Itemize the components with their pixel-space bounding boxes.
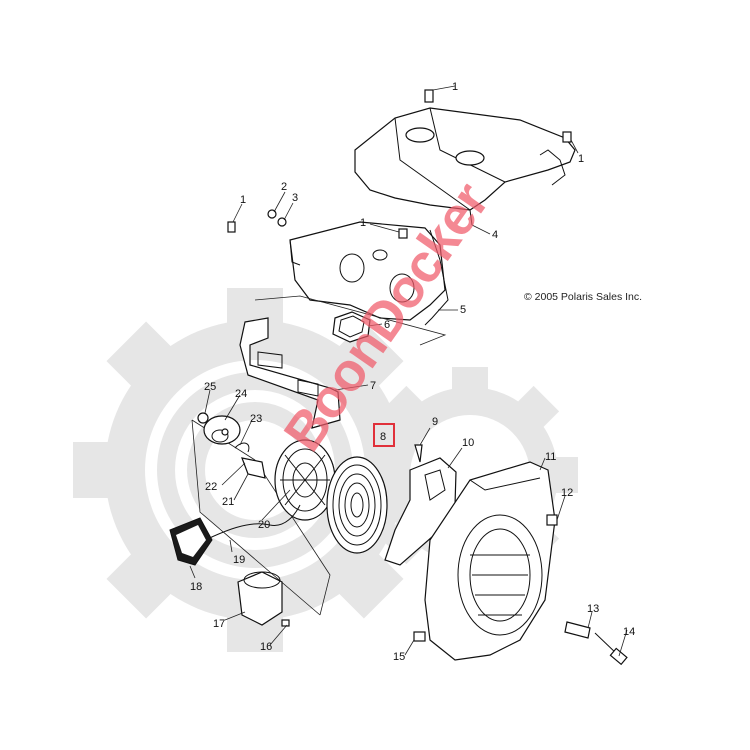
callout-16: 16 bbox=[260, 641, 272, 653]
leader-lines bbox=[189, 85, 628, 657]
gasket-part bbox=[332, 311, 371, 343]
callout-8: 8 bbox=[380, 431, 386, 443]
callout-3: 3 bbox=[292, 192, 298, 204]
callout-24: 24 bbox=[235, 388, 247, 400]
callout-11: 11 bbox=[545, 451, 556, 463]
callout-23: 23 bbox=[250, 413, 262, 425]
rope-guide-part bbox=[237, 571, 290, 627]
callout-19: 19 bbox=[233, 554, 245, 566]
callout-1-top: 1 bbox=[452, 81, 458, 93]
pulley-hub-part bbox=[197, 412, 241, 445]
callout-13: 13 bbox=[587, 603, 599, 615]
callout-10: 10 bbox=[462, 437, 474, 449]
callout-7: 7 bbox=[370, 380, 376, 392]
starter-handle-part bbox=[169, 517, 213, 566]
callout-1-mid: 1 bbox=[360, 217, 366, 229]
callout-2: 2 bbox=[281, 181, 287, 193]
lower-bracket-part bbox=[239, 317, 341, 429]
callout-14: 14 bbox=[623, 626, 635, 638]
starter-pulley-part bbox=[274, 439, 336, 521]
callout-1-left: 1 bbox=[240, 194, 246, 206]
starter-rope-part bbox=[194, 504, 301, 546]
callout-25: 25 bbox=[204, 381, 216, 393]
callout-5: 5 bbox=[460, 304, 466, 316]
callout-9: 9 bbox=[432, 416, 438, 428]
copyright-text: © 2005 Polaris Sales Inc. bbox=[524, 291, 642, 303]
callout-18: 18 bbox=[190, 581, 202, 593]
fan-housing-part bbox=[424, 461, 556, 661]
ratchet-part bbox=[234, 442, 266, 479]
callout-21: 21 bbox=[222, 496, 234, 508]
callout-22: 22 bbox=[205, 481, 217, 493]
heat-shield-part bbox=[289, 221, 449, 326]
callout-8-highlight-box bbox=[373, 423, 395, 447]
callout-6: 6 bbox=[384, 319, 390, 331]
top-cover-part bbox=[354, 107, 576, 226]
callout-1-right: 1 bbox=[578, 153, 584, 165]
callout-20: 20 bbox=[258, 519, 270, 531]
callout-4: 4 bbox=[492, 229, 498, 241]
callout-15: 15 bbox=[393, 651, 405, 663]
callout-labels: 1 1 1 1 2 3 4 5 6 7 8 9 10 11 12 13 14 1… bbox=[190, 81, 635, 663]
mount-bracket-part bbox=[384, 444, 457, 566]
recoil-spring-part bbox=[326, 456, 388, 554]
callout-17: 17 bbox=[213, 618, 225, 630]
callout-12: 12 bbox=[561, 487, 573, 499]
